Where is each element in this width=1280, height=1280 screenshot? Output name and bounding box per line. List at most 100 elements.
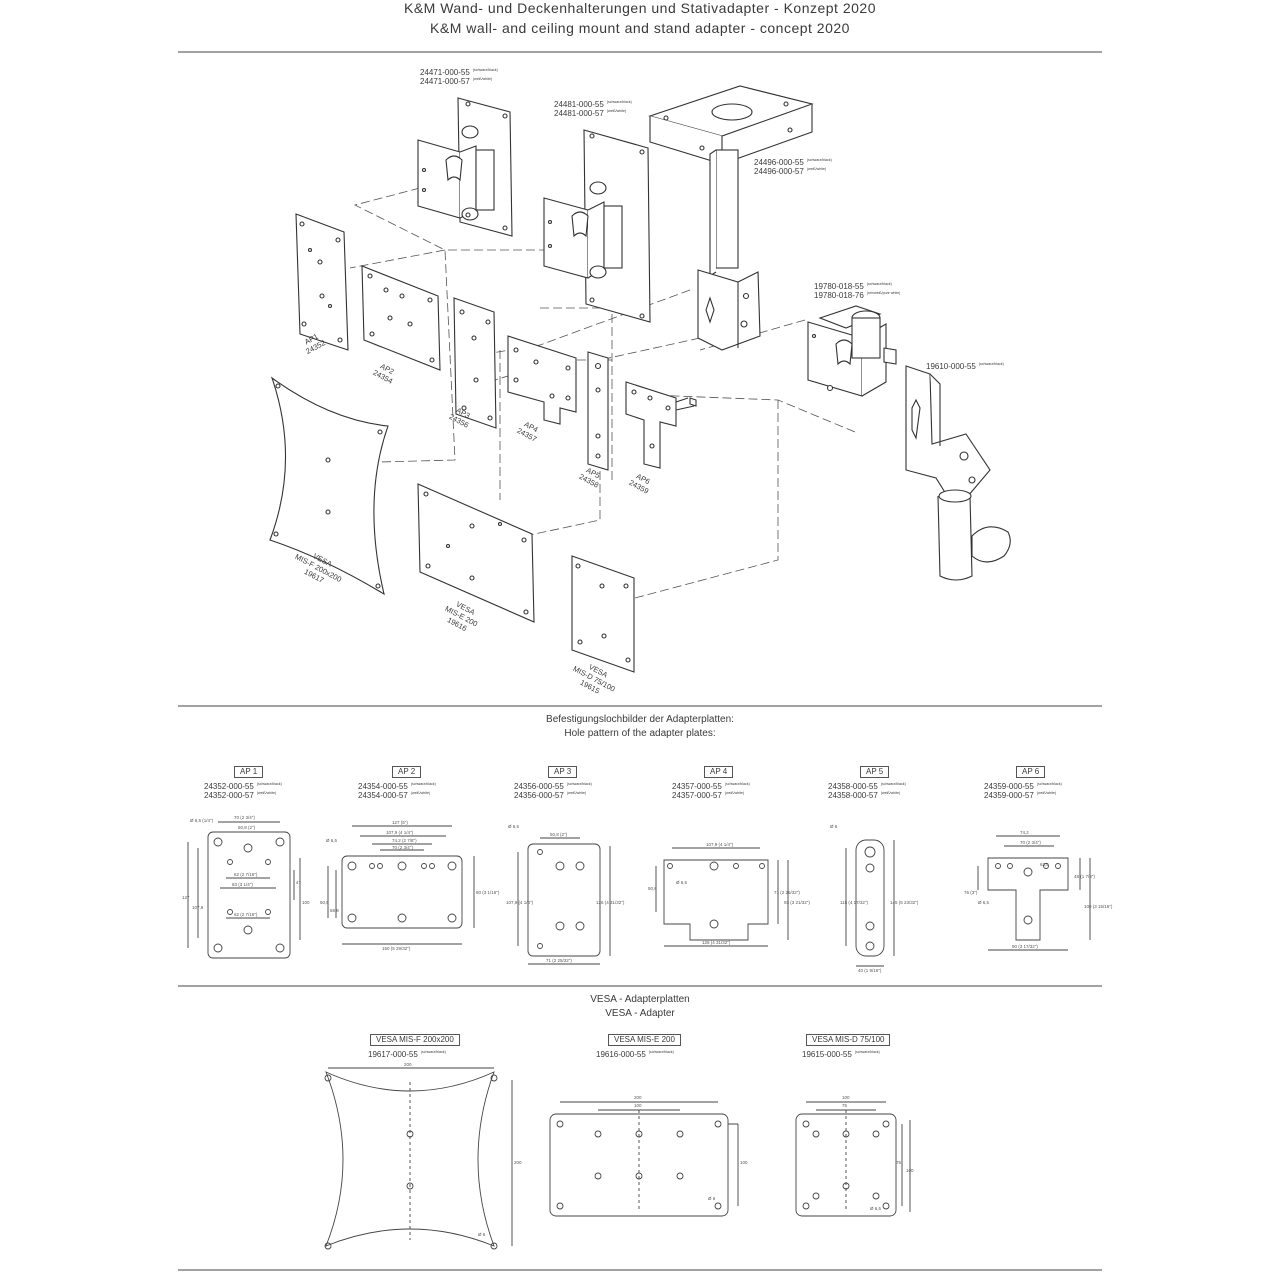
color-note: (schwarz/black) <box>978 362 1004 366</box>
dim-label: 75 <box>842 1103 848 1108</box>
dim-label: 107,9 (4 1/4") <box>706 842 734 847</box>
part-number: 24357-000-55 <box>672 782 722 791</box>
part-number: 19780-018-55 <box>814 282 864 291</box>
color-note: (schwarz/black) <box>410 782 436 786</box>
color-note: (schwarz/black) <box>256 782 282 786</box>
dim-label: 74,2 <box>1020 830 1029 835</box>
part-number: 19616-000-55 <box>596 1050 646 1059</box>
color-note: (weiß/white) <box>410 791 431 795</box>
part-number: 24352-000-55 <box>204 782 254 791</box>
dim-label: Ø 6 <box>708 1196 716 1201</box>
vesa-section-de: VESA - Adapterplatten <box>590 994 690 1005</box>
part-number: 19780-018-76 <box>814 291 864 300</box>
dim-label: 76 (3") <box>964 890 978 895</box>
dim-label: 127 <box>182 895 190 900</box>
dim-label: 100 <box>842 1095 850 1100</box>
ap4-part-numbers: 24357-000-55(schwarz/black) 24357-000-57… <box>672 782 750 800</box>
dim-label: 126 (4 31/32") <box>702 940 731 945</box>
dim-label: 70 (2 3/4") <box>392 845 413 850</box>
part-number: 24357-000-57 <box>672 791 722 800</box>
dim-label: 93 (3 21/32") <box>784 900 810 905</box>
color-note: (weiß/white) <box>724 791 745 795</box>
stand-adapter-19610 <box>905 365 1011 581</box>
dim-label: 71 (2 25/32") <box>774 890 800 895</box>
dim-label: 107,9 (4 1/4") <box>386 830 414 835</box>
mount-24496-label: 24496-000-55(schwarz/black) 24496-000-57… <box>754 158 832 176</box>
ap4-box-label: AP 4 <box>704 766 734 778</box>
ap3-part-numbers: 24356-000-55(schwarz/black) 24356-000-57… <box>514 782 592 800</box>
dim-label: 200 <box>404 1062 412 1067</box>
dim-label: 70 (2 3/4") <box>1020 840 1041 845</box>
part-number: 24356-000-57 <box>514 791 564 800</box>
mount-19610-label: 19610-000-55(schwarz/black) <box>926 362 1004 371</box>
part-number: 24471-000-55 <box>420 68 470 77</box>
dim-label: 100 <box>634 1103 642 1108</box>
dim-label: 68,9 <box>330 908 339 913</box>
color-note: (weiß/white) <box>566 791 587 795</box>
color-note: (weiß/white) <box>806 167 827 171</box>
vesa-e-part-number: 19616-000-55(schwarz/black) <box>596 1050 674 1059</box>
dim-label: 48 (1 7/8") <box>1074 874 1095 879</box>
vesa-e-plate <box>417 483 535 623</box>
hole-section-de: Befestigungslochbilder der Adapterplatte… <box>546 714 734 725</box>
color-note: (schwarz/black) <box>880 782 906 786</box>
color-note: (schwarz/black) <box>806 158 832 162</box>
color-note: (schwarz/black) <box>1036 782 1062 786</box>
color-note: (weiß/white) <box>606 109 627 113</box>
dim-label: Ø 6,5 <box>978 900 990 905</box>
vesa-section-en: VESA - Adapter <box>605 1008 675 1019</box>
color-note: (weiß/white) <box>1036 791 1057 795</box>
dim-label: 127 (5") <box>392 820 408 825</box>
exploded-plates <box>269 213 697 673</box>
dim-label: Ø 6,5 <box>326 838 338 843</box>
vesa-f-box-label: VESA MIS-F 200x200 <box>370 1034 460 1046</box>
dim-label: 62 (2 7/16") <box>234 912 258 917</box>
ceiling-mount-24496 <box>648 85 814 351</box>
part-number: 24496-000-55 <box>754 158 804 167</box>
part-number: 24354-000-57 <box>358 791 408 800</box>
dim-label: Ø 6,5 (1/4") <box>190 818 214 823</box>
ap6-box-label: AP 6 <box>1016 766 1046 778</box>
part-number: 24359-000-57 <box>984 791 1034 800</box>
dim-label: 107,9 <box>192 905 204 910</box>
dim-label: 50,8 <box>320 900 329 905</box>
part-number: 24481-000-57 <box>554 109 604 118</box>
ap5-box-label: AP 5 <box>860 766 890 778</box>
dim-label: Ø 6,5 <box>870 1206 882 1211</box>
ap2-plate <box>361 265 441 371</box>
color-note: (schwarz/black) <box>566 782 592 786</box>
color-note: (schwarz/black) <box>866 282 892 286</box>
ap5-plate <box>587 351 609 471</box>
ap2-part-numbers: 24354-000-55(schwarz/black) 24354-000-57… <box>358 782 436 800</box>
dim-label: Ø 6,5 <box>676 880 688 885</box>
hole-section-en: Hole pattern of the adapter plates: <box>564 728 716 739</box>
part-number: 24481-000-55 <box>554 100 604 109</box>
part-number: 24496-000-57 <box>754 167 804 176</box>
dim-label: 100 <box>906 1168 914 1173</box>
vesa-f-plate <box>269 376 389 596</box>
color-note: (weiß/white) <box>256 791 277 795</box>
color-note: (schwarz/black) <box>648 1050 674 1054</box>
part-number: 24359-000-55 <box>984 782 1034 791</box>
dim-label: 47 <box>296 880 302 885</box>
part-number: 24354-000-55 <box>358 782 408 791</box>
mount-24481-label: 24481-000-55(schwarz/black) 24481-000-57… <box>554 100 632 118</box>
title-en: K&M wall- and ceiling mount and stand ad… <box>430 20 850 36</box>
color-note: (schwarz/black) <box>606 100 632 104</box>
ap3-box-label: AP 3 <box>548 766 578 778</box>
mount-19780-label: 19780-018-55(schwarz/black) 19780-018-76… <box>814 282 900 300</box>
color-note: (weiß/white) <box>880 791 901 795</box>
dim-label: 100 <box>302 900 310 905</box>
dim-label: 74,2 (2 7/8") <box>392 838 417 843</box>
vesa-d-part-number: 19615-000-55(schwarz/black) <box>802 1050 880 1059</box>
color-note: (schwarz/black) <box>724 782 750 786</box>
dim-label: 62 (2 7/16") <box>234 872 258 877</box>
dim-label: 80 (3 1/16") <box>476 890 500 895</box>
ap3-plate <box>453 297 497 429</box>
dim-label: 63,5 <box>1040 862 1049 867</box>
ap1-plate <box>295 213 349 351</box>
dim-label: 126 (4 31/32") <box>596 900 625 905</box>
dim-label: Ø 6,5 <box>508 824 520 829</box>
part-number: 19615-000-55 <box>802 1050 852 1059</box>
